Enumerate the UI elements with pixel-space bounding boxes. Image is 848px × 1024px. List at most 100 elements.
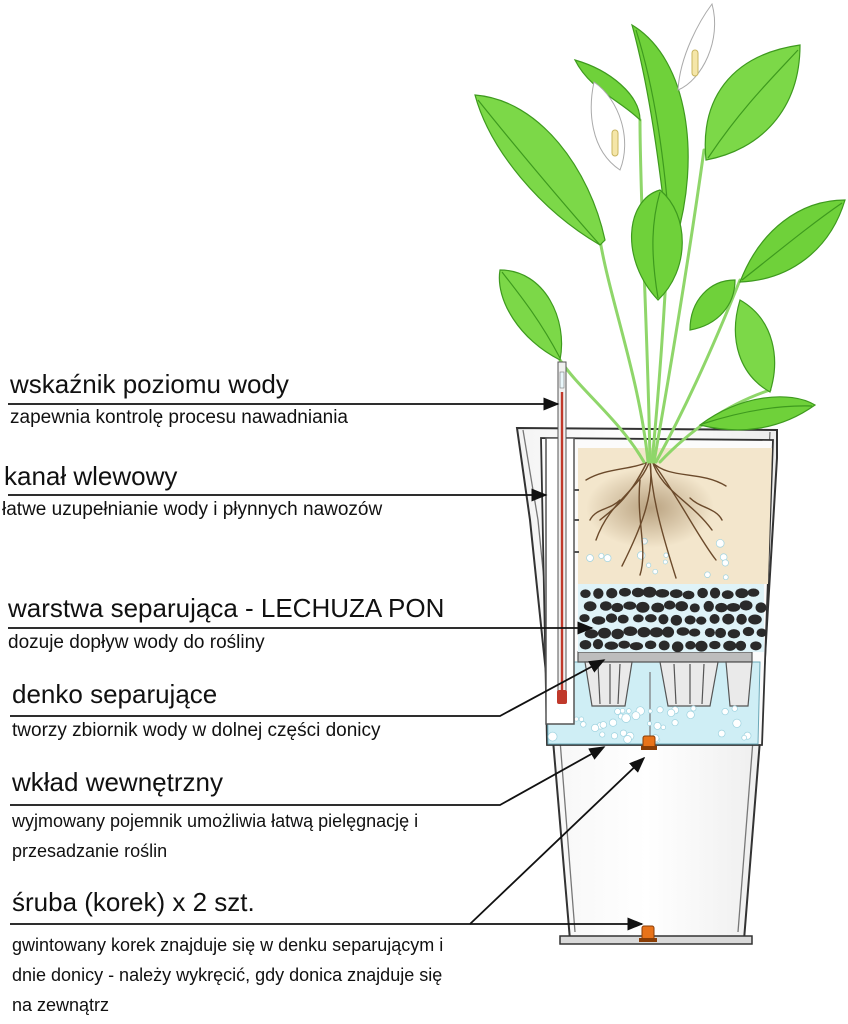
pebble <box>715 602 728 613</box>
bubble <box>686 710 695 720</box>
label-pon-layer-desc: dozuje dopływ wody do rośliny <box>8 632 265 653</box>
pebble <box>756 628 767 637</box>
bubble <box>717 729 726 738</box>
spathe-flowers <box>590 2 716 171</box>
pebble <box>580 589 591 599</box>
roots <box>585 459 727 579</box>
bubble <box>623 735 632 744</box>
cork-screw-inner <box>641 735 657 750</box>
water-level-indicator <box>557 361 567 704</box>
pebble <box>658 640 670 651</box>
pebble-layer <box>578 584 767 653</box>
bubble <box>603 554 612 563</box>
pebble <box>670 614 683 626</box>
pebble <box>709 614 720 624</box>
pebble <box>742 626 755 637</box>
pebble <box>611 628 624 640</box>
bubble <box>741 734 747 741</box>
bubble <box>610 732 618 740</box>
pebble <box>715 627 727 639</box>
pebble <box>755 602 767 613</box>
leader-separator-base <box>10 659 606 717</box>
bubble <box>662 559 668 565</box>
pebble <box>736 613 747 625</box>
pebble <box>604 641 619 650</box>
pebble <box>651 602 665 613</box>
pebble <box>709 587 721 599</box>
pebble <box>722 613 735 625</box>
pebble <box>697 587 708 599</box>
bubble <box>647 721 652 726</box>
bubble <box>598 552 605 559</box>
label-inner-insert-desc-1: wyjmowany pojemnik umożliwia łatwą pielę… <box>12 811 419 831</box>
bubble <box>646 562 652 568</box>
pebble <box>592 638 604 650</box>
bubble <box>614 708 622 715</box>
bubble <box>619 729 627 737</box>
pebble <box>584 629 599 639</box>
pebble <box>623 601 637 610</box>
bubble <box>599 721 608 729</box>
pebble <box>597 627 612 639</box>
bubble <box>586 554 594 562</box>
pebble <box>593 588 604 599</box>
bubble <box>656 706 664 714</box>
pebble <box>709 640 721 650</box>
pebble <box>669 589 683 599</box>
pebble <box>631 587 645 598</box>
pebble <box>599 601 612 611</box>
bubble <box>671 719 679 727</box>
pebble <box>579 614 590 623</box>
pebble <box>664 600 676 610</box>
pebble <box>726 602 741 612</box>
pebble <box>671 641 684 653</box>
bubble <box>704 571 711 578</box>
pebble <box>748 614 762 625</box>
bubble <box>621 713 631 723</box>
label-cork-title: śruba (korek) x 2 szt. <box>12 887 255 917</box>
pebble <box>583 601 597 612</box>
pebble <box>642 586 657 598</box>
bubble <box>547 731 558 742</box>
bubble <box>599 731 606 738</box>
bubble <box>715 539 725 548</box>
bubble <box>732 718 742 728</box>
pebble <box>685 640 696 650</box>
pebble <box>644 640 657 650</box>
pebble <box>703 600 714 612</box>
pebble <box>682 590 695 600</box>
pebble <box>606 588 618 599</box>
label-water-indicator-title: wskaźnik poziomu wody <box>10 369 289 399</box>
bubble <box>660 724 666 730</box>
pebble <box>618 587 631 597</box>
pebble <box>675 601 689 612</box>
label-cork-desc-3: na zewnątrz <box>12 995 110 1015</box>
pebble <box>633 614 644 623</box>
label-inner-insert-desc-2: przesadzanie roślin <box>12 841 168 861</box>
bubble <box>722 574 729 581</box>
bubble <box>667 708 676 717</box>
bubble <box>580 721 587 728</box>
pebble <box>739 600 753 611</box>
pebble <box>723 640 737 651</box>
bubble <box>578 716 585 722</box>
bubble <box>690 705 697 712</box>
bubble <box>731 705 738 712</box>
bubble <box>653 722 662 730</box>
cork-screw-outer <box>639 925 657 942</box>
pebble <box>629 642 644 651</box>
pebble <box>727 629 741 639</box>
pebble <box>684 615 696 625</box>
pebble <box>605 613 618 623</box>
pebble <box>662 626 675 638</box>
label-separator-base-desc: tworzy zbiornik wody w dolnej części don… <box>12 720 381 741</box>
bubble <box>591 723 600 732</box>
pebble <box>688 628 701 637</box>
pebble <box>747 588 760 597</box>
bubble <box>631 711 641 720</box>
pebble <box>750 641 762 651</box>
pebble <box>611 602 624 613</box>
bubble <box>573 716 579 722</box>
pebble <box>696 616 707 625</box>
pebble <box>579 639 592 650</box>
